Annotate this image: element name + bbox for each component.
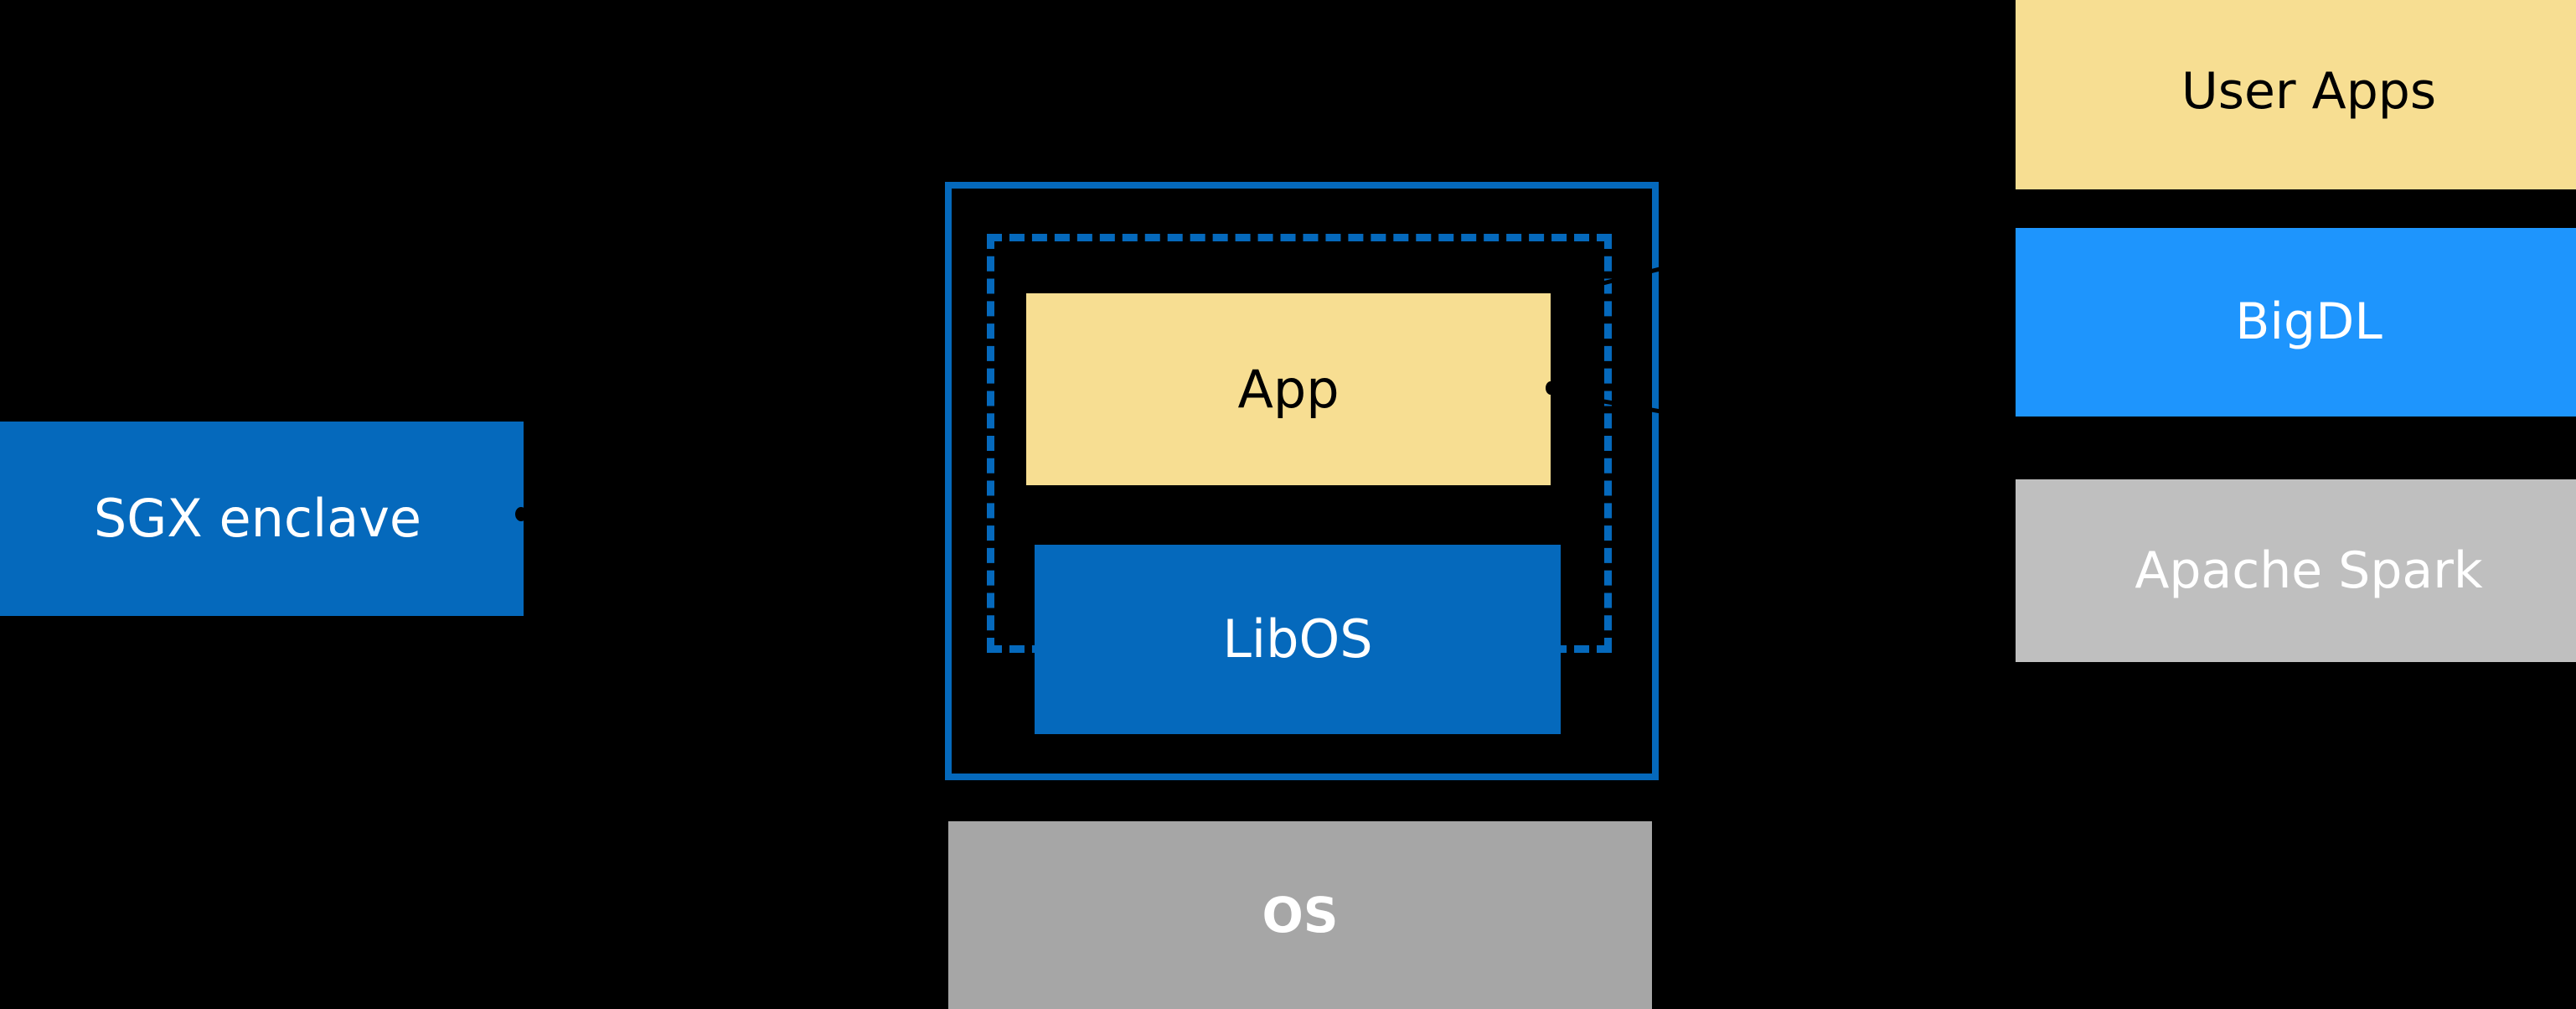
apache-spark-label: Apache Spark (2135, 541, 2483, 600)
os-box[interactable]: OS (948, 821, 1652, 1009)
app-label: App (1237, 358, 1340, 420)
user-apps-label: User Apps (2181, 61, 2437, 121)
enclave-outer-frame (945, 182, 1659, 780)
sgx-to-enclave-connector-line (524, 513, 951, 517)
sgx-connector-anchor-icon (515, 507, 527, 521)
bigdl-label: BigDL (2235, 292, 2382, 351)
apache-spark-box[interactable]: Apache Spark (2016, 479, 2576, 662)
sgx-enclave-label: SGX enclave (93, 488, 422, 550)
app-connector-anchor-icon (1546, 381, 1556, 395)
sgx-enclave-box[interactable]: SGX enclave (0, 422, 524, 616)
app-box[interactable]: App (1026, 293, 1551, 485)
user-apps-box[interactable]: User Apps (2016, 0, 2576, 189)
libos-box[interactable]: LibOS (1035, 545, 1561, 734)
os-label: OS (1262, 886, 1339, 944)
libos-label: LibOS (1222, 608, 1373, 670)
bigdl-box[interactable]: BigDL (2016, 228, 2576, 417)
